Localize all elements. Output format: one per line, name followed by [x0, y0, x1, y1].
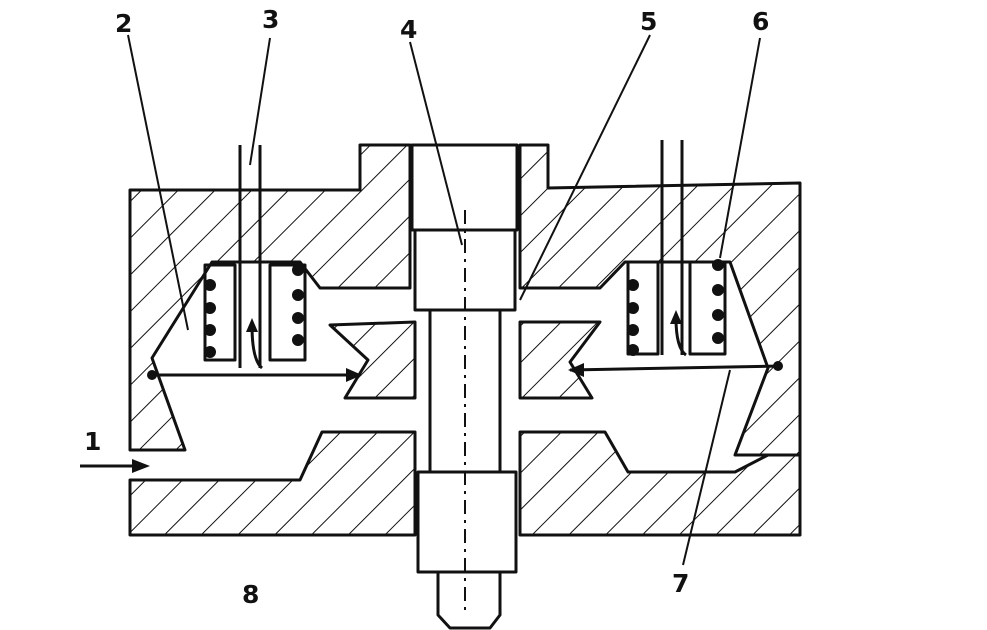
right-diaphragm-pivot: [773, 361, 783, 371]
right-tube: [660, 140, 684, 355]
inlet-arrow-head: [132, 459, 150, 473]
bolt-tip: [436, 572, 502, 630]
upper-housing: [128, 143, 412, 452]
leader-2: [127, 34, 189, 331]
right-diaphragm: [569, 364, 781, 372]
label-5: 5: [640, 7, 657, 36]
lower-housing-right: [518, 430, 802, 537]
right-core-wedge: [518, 320, 602, 400]
leader-4: [409, 41, 463, 246]
upper-housing-right: [518, 143, 802, 457]
label-4: 4: [400, 15, 417, 44]
label-8: 8: [242, 580, 259, 609]
lower-housing-left: [128, 430, 417, 537]
label-1: 1: [84, 427, 101, 456]
leader-3: [249, 37, 271, 166]
left-spring: [203, 263, 307, 362]
leader-7: [682, 369, 731, 566]
right-spring: [626, 259, 727, 356]
left-core-wedge: [328, 320, 417, 400]
bolt-lower-nut: [416, 470, 518, 574]
label-7: 7: [672, 569, 689, 598]
left-diaphragm-arrow: [346, 368, 362, 382]
label-2: 2: [115, 9, 132, 38]
leader-5: [519, 34, 651, 301]
left-flow-arrowhead: [246, 318, 258, 332]
label-6: 6: [752, 7, 769, 36]
left-tube: [238, 145, 262, 368]
leader-6: [719, 37, 761, 259]
bolt-shaft: [428, 310, 502, 472]
right-flow-arrowhead: [670, 310, 682, 324]
left-diaphragm-pivot: [147, 370, 157, 380]
label-3: 3: [262, 5, 279, 34]
right-diaphragm-arrow: [568, 363, 584, 377]
